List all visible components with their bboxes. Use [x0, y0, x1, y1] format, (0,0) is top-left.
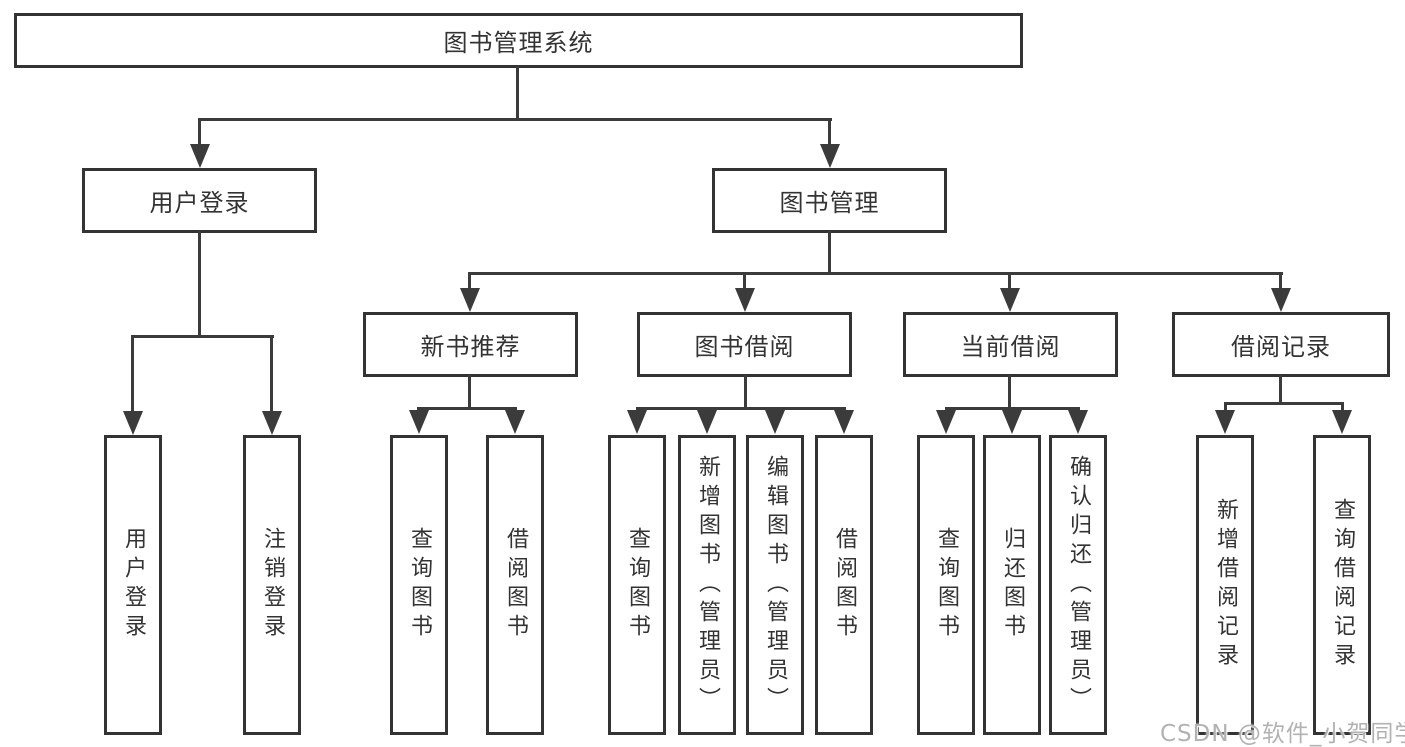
leaf-recommend-query-books: 查询图书 — [390, 435, 448, 735]
arrow-down-icon — [1332, 410, 1352, 434]
leaf-user-login-label: 用户登录 — [121, 527, 146, 643]
arrow-down-icon — [834, 410, 854, 434]
connector-line — [468, 272, 471, 290]
connector-line — [468, 375, 471, 410]
csdn-watermark: CSDN @软件_小贺同学 — [1160, 721, 1405, 747]
leaf-borrow-edit-books-admin: 编辑图书（管理员） — [746, 435, 804, 735]
leaf-current-query-books: 查询图书 — [917, 435, 975, 735]
connector-line — [1341, 402, 1344, 412]
connector-line — [828, 231, 831, 275]
arrow-down-icon — [1215, 410, 1235, 434]
connector-line — [131, 335, 134, 413]
node-book-borrow-label: 图书借阅 — [694, 333, 795, 361]
node-book-management: 图书管理 — [712, 168, 947, 233]
leaf-recommend-borrow-books: 借阅图书 — [486, 435, 544, 735]
leaf-current-confirm-return-admin-label: 确认归还（管理员） — [1066, 454, 1091, 716]
arrow-down-icon — [735, 288, 755, 312]
connector-line — [198, 118, 201, 146]
leaf-borrow-edit-books-admin-label: 编辑图书（管理员） — [763, 454, 788, 716]
node-new-book-recommend: 新书推荐 — [363, 312, 578, 377]
leaf-records-query-record: 查询借阅记录 — [1313, 435, 1371, 735]
leaf-current-return-books-label: 归还图书 — [1000, 527, 1025, 643]
connector-line — [743, 272, 746, 290]
leaf-recommend-query-books-label: 查询图书 — [407, 527, 432, 643]
arrow-down-icon — [262, 411, 282, 435]
arrow-down-icon — [123, 411, 143, 435]
leaf-borrow-query-books: 查询图书 — [608, 435, 666, 735]
node-current-borrow-label: 当前借阅 — [960, 333, 1061, 361]
connector-line — [516, 66, 519, 120]
leaf-recommend-borrow-books-label: 借阅图书 — [503, 527, 528, 643]
node-book-management-label: 图书管理 — [779, 189, 880, 217]
connector-line — [1008, 272, 1011, 290]
connector-line — [744, 375, 747, 410]
arrow-down-icon — [1002, 410, 1022, 434]
leaf-records-add-record-label: 新增借阅记录 — [1213, 498, 1238, 672]
leaf-borrow-query-books-label: 查询图书 — [625, 527, 650, 643]
leaf-borrow-borrow-books: 借阅图书 — [815, 435, 873, 735]
node-root-system-label: 图书管理系统 — [443, 29, 594, 57]
node-current-borrow: 当前借阅 — [903, 312, 1118, 377]
arrow-down-icon — [765, 410, 785, 434]
connector-line — [417, 407, 517, 410]
connector-line — [198, 118, 832, 121]
connector-line — [198, 231, 201, 338]
connector-line — [468, 272, 1283, 275]
arrow-down-icon — [820, 144, 840, 168]
node-borrow-records-label: 借阅记录 — [1231, 333, 1331, 361]
leaf-borrow-borrow-books-label: 借阅图书 — [832, 527, 857, 643]
connector-line — [1224, 402, 1227, 412]
node-root-system: 图书管理系统 — [14, 13, 1023, 68]
connector-line — [131, 335, 274, 338]
node-user-login-label: 用户登录 — [149, 189, 250, 217]
arrow-down-icon — [697, 410, 717, 434]
connector-line — [1224, 402, 1344, 405]
connector-line — [636, 407, 846, 410]
leaf-user-login: 用户登录 — [104, 435, 162, 735]
node-borrow-records: 借阅记录 — [1172, 312, 1390, 377]
connector-line — [945, 407, 1080, 410]
arrow-down-icon — [1068, 410, 1088, 434]
arrow-down-icon — [409, 410, 429, 434]
connector-line — [270, 335, 273, 413]
arrow-down-icon — [936, 410, 956, 434]
leaf-records-add-record: 新增借阅记录 — [1196, 435, 1254, 735]
leaf-current-query-books-label: 查询图书 — [934, 527, 959, 643]
node-book-borrow: 图书借阅 — [637, 312, 852, 377]
arrow-down-icon — [190, 144, 210, 168]
leaf-borrow-add-books-admin-label: 新增图书（管理员） — [695, 454, 720, 716]
leaf-records-query-record-label: 查询借阅记录 — [1330, 498, 1355, 672]
connector-line — [1279, 272, 1282, 290]
leaf-current-confirm-return-admin: 确认归还（管理员） — [1049, 435, 1107, 735]
leaf-borrow-add-books-admin: 新增图书（管理员） — [678, 435, 736, 735]
connector-line — [828, 118, 831, 146]
arrow-down-icon — [1000, 288, 1020, 312]
node-user-login: 用户登录 — [82, 168, 317, 233]
leaf-current-return-books: 归还图书 — [983, 435, 1041, 735]
leaf-logout-label: 注销登录 — [260, 527, 285, 643]
arrow-down-icon — [505, 410, 525, 434]
connector-line — [1008, 375, 1011, 410]
node-new-book-recommend-label: 新书推荐 — [420, 333, 521, 361]
arrow-down-icon — [1271, 288, 1291, 312]
connector-line — [1279, 375, 1282, 405]
arrow-down-icon — [460, 288, 480, 312]
leaf-logout: 注销登录 — [243, 435, 301, 735]
arrow-down-icon — [627, 410, 647, 434]
